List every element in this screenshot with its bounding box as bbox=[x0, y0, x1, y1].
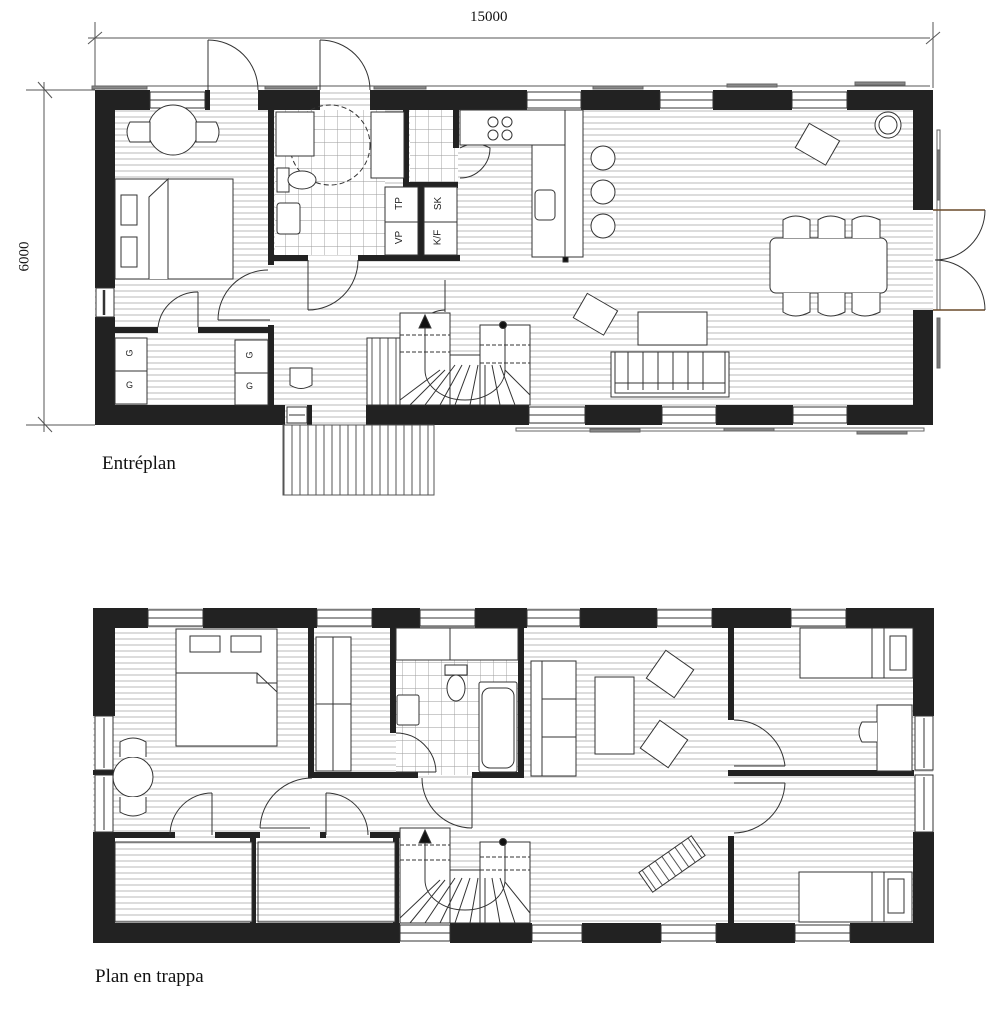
upper-floor-plan bbox=[93, 608, 934, 943]
upper-storage-rooms bbox=[114, 841, 396, 923]
interior-walls bbox=[115, 110, 460, 407]
closet-label-g2: G bbox=[126, 380, 134, 390]
upper-exterior-walls bbox=[93, 608, 934, 943]
fixture-label-tp: TP bbox=[393, 197, 405, 210]
sills bbox=[91, 81, 941, 435]
upper-windows bbox=[94, 609, 934, 942]
fixture-label-vp: VP bbox=[394, 230, 406, 245]
living-dining-furniture bbox=[572, 111, 902, 398]
ground-bathroom-fixtures bbox=[275, 104, 405, 235]
upper-floor-title: Plan en trappa bbox=[95, 966, 204, 987]
upper-doors bbox=[169, 719, 786, 836]
ground-staircase bbox=[366, 312, 531, 406]
family-room-furniture bbox=[530, 649, 706, 893]
ground-floor-title: Entréplan bbox=[102, 453, 176, 474]
dimension-lines bbox=[26, 22, 941, 433]
master-bedroom-furniture bbox=[112, 628, 278, 817]
width-dimension-label: 15000 bbox=[470, 9, 508, 25]
height-dimension-label: 6000 bbox=[16, 241, 33, 272]
closet-label-g3: G bbox=[244, 351, 255, 359]
windows bbox=[95, 91, 848, 424]
fixture-label-sk: SK bbox=[433, 196, 445, 211]
entry-steps bbox=[282, 424, 435, 496]
ground-bedroom-furniture bbox=[114, 104, 234, 280]
closet-label-g1: G bbox=[124, 349, 135, 357]
upper-interior-walls bbox=[115, 628, 914, 943]
closet-label-g4: G bbox=[246, 381, 254, 391]
wardrobe bbox=[315, 636, 352, 772]
ground-floor-plan bbox=[91, 39, 986, 496]
upper-staircase bbox=[399, 827, 531, 924]
upper-bathroom-fixtures bbox=[395, 627, 519, 773]
closet-cabinets bbox=[114, 337, 313, 406]
fixture-label-kf: K/F bbox=[432, 229, 444, 246]
laundry-tile-floor bbox=[410, 110, 458, 185]
kids-bedroom-furniture bbox=[798, 627, 914, 923]
kitchen-fixtures bbox=[384, 109, 616, 263]
exterior-walls bbox=[95, 90, 933, 425]
